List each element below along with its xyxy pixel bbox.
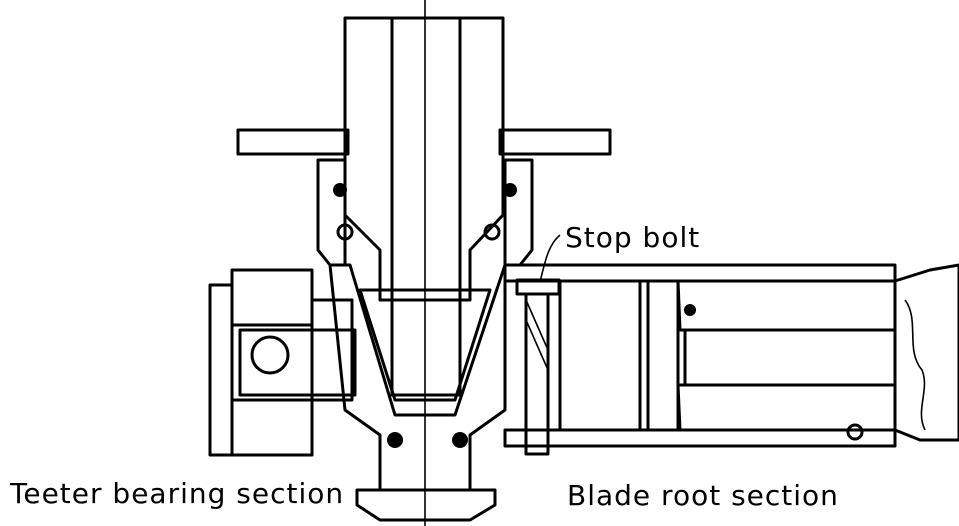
screw-left: [336, 223, 354, 241]
screw-right: [483, 223, 501, 241]
stop-bolt-label: Stop bolt: [565, 221, 700, 254]
blade-root-section-label: Blade root section: [567, 479, 839, 512]
stop-bolt-leader: [539, 234, 561, 283]
lower-seal-right: [452, 432, 468, 448]
lower-hub: [328, 263, 507, 522]
blade-pin: [846, 423, 864, 441]
shaft-housing: [343, 16, 505, 302]
seal-ring-left: [333, 183, 347, 197]
stop-bolt: [515, 278, 561, 456]
upper-flange: [236, 128, 612, 156]
blade-root: [503, 263, 959, 448]
teeter-bearing-section-label: Teeter bearing section: [9, 477, 344, 510]
teeter-pin: [250, 335, 290, 375]
seal-ring-right: [503, 183, 517, 197]
lower-seal-left: [387, 432, 403, 448]
blade-ring: [684, 304, 696, 316]
teeter-pin-assembly: [208, 268, 357, 457]
